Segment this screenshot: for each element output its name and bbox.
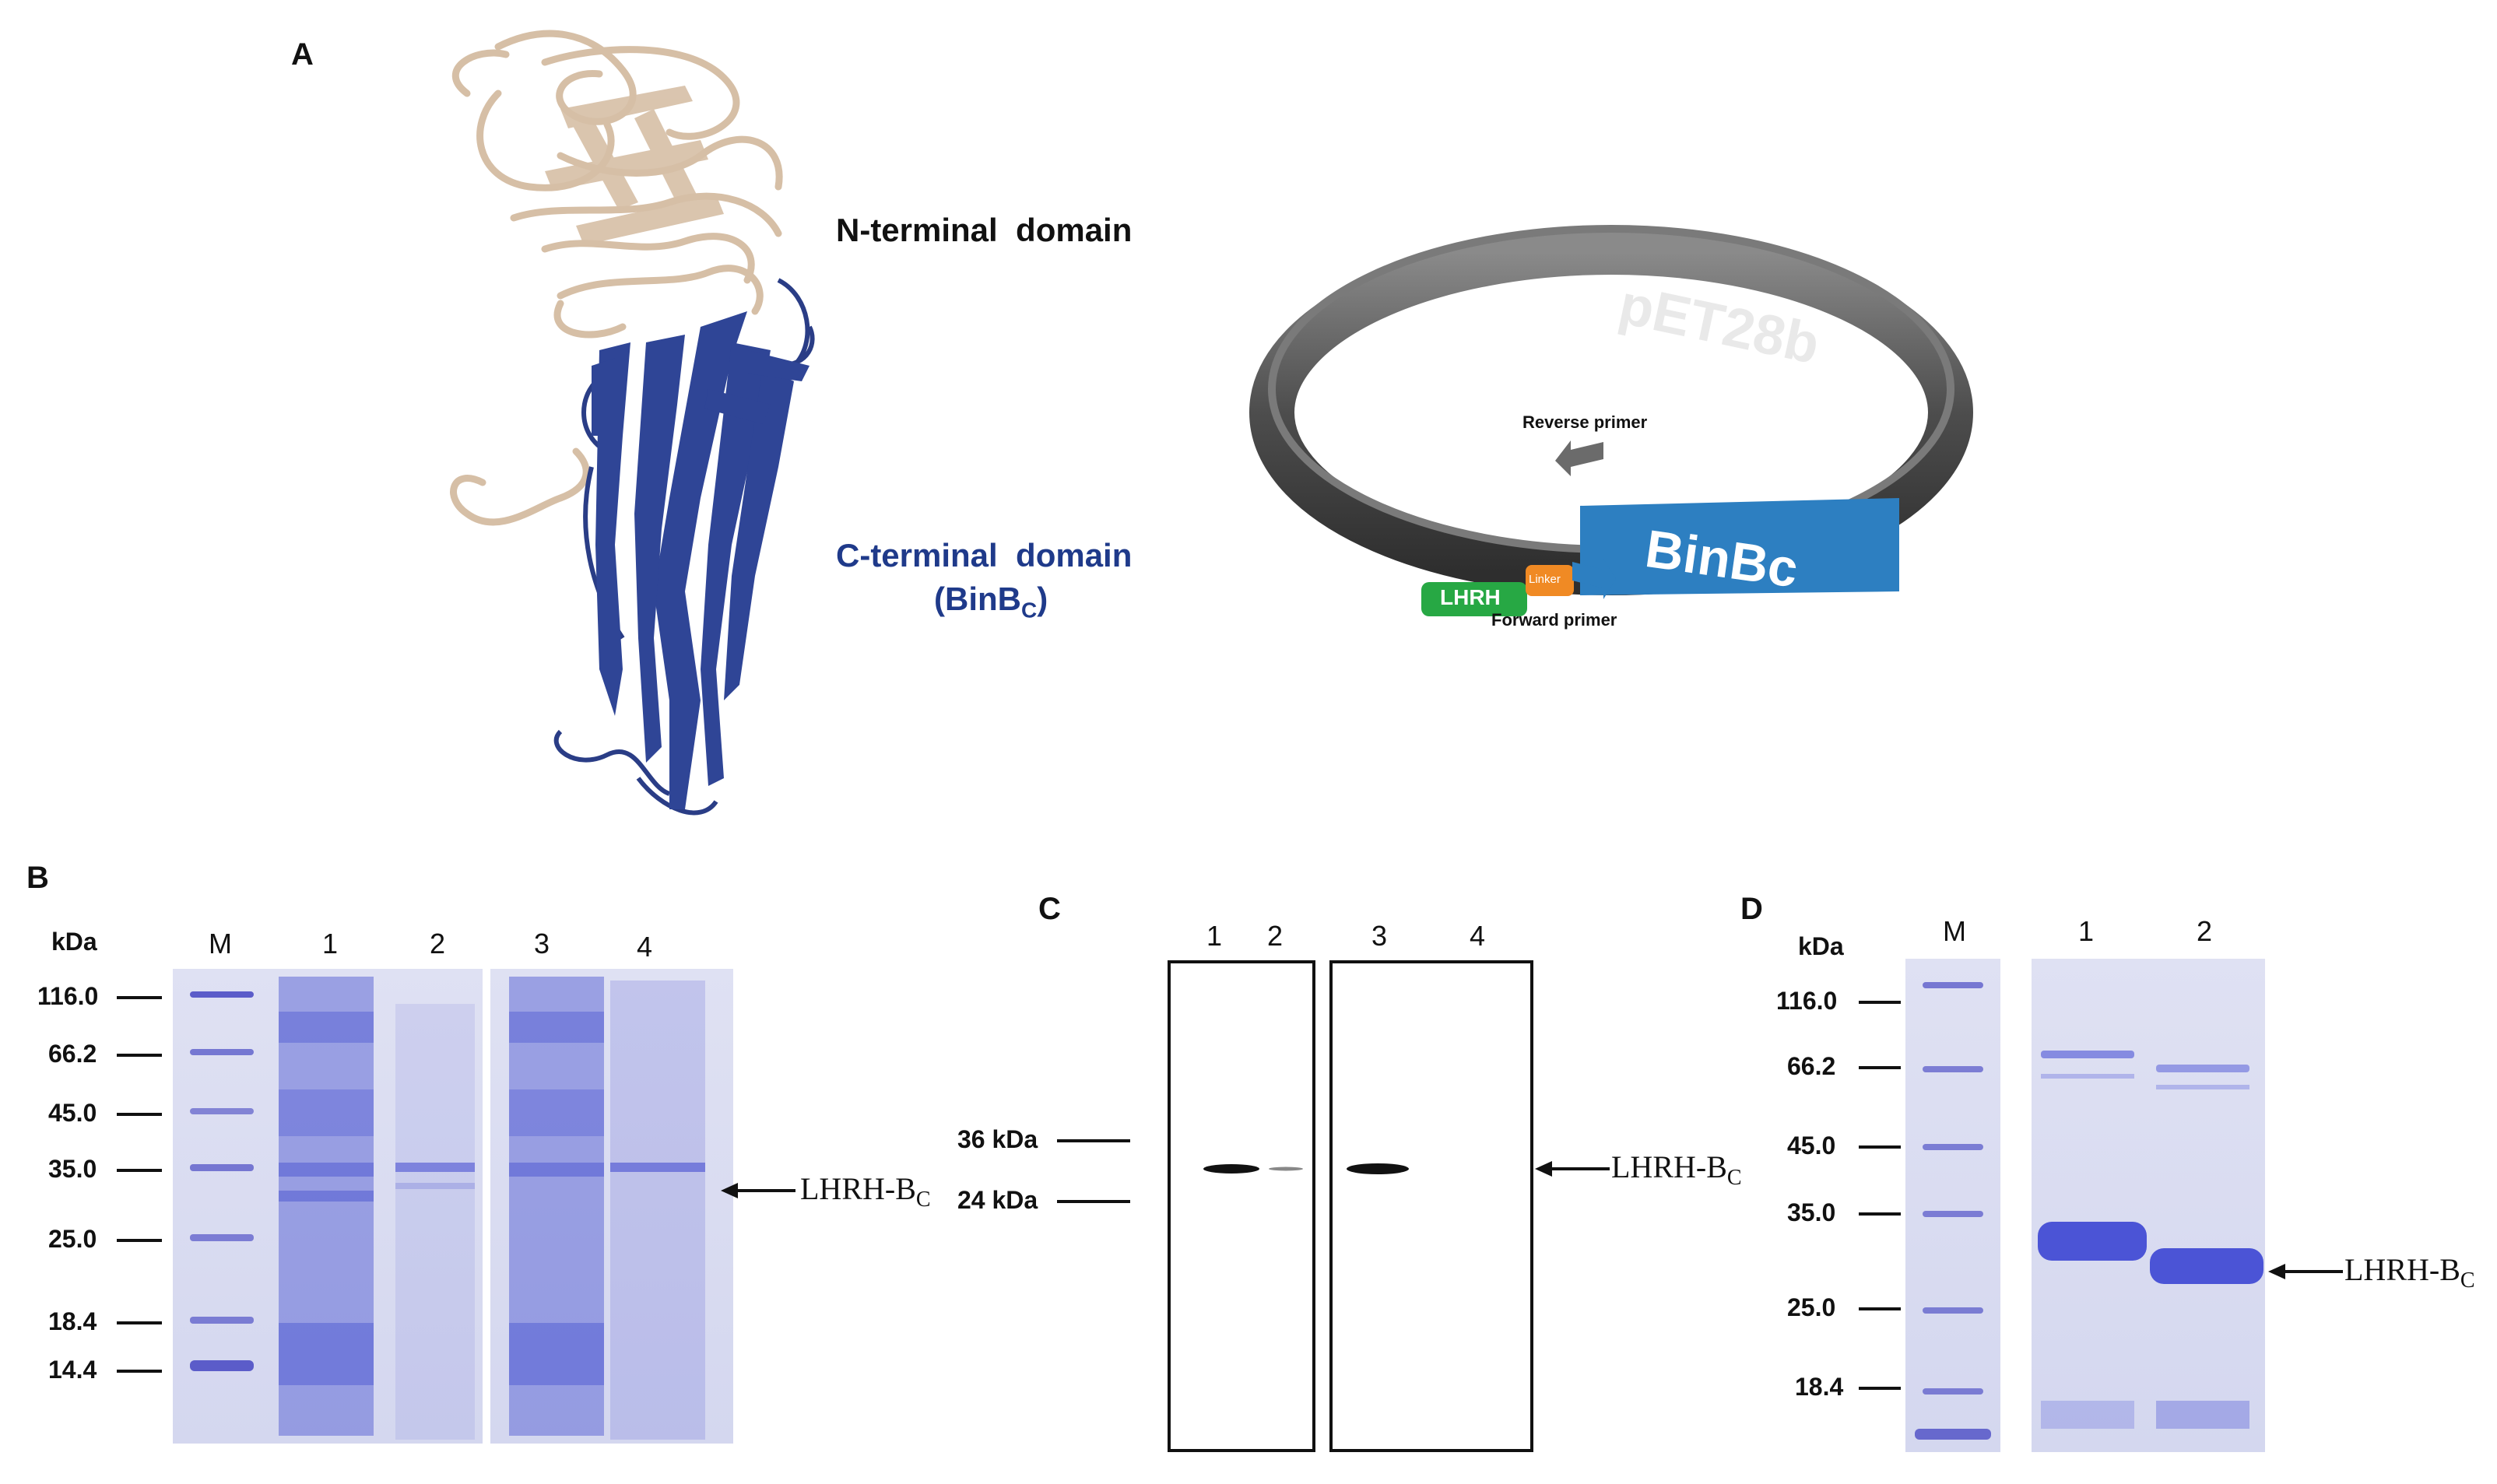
gel-b-band-arrow	[736, 1189, 795, 1192]
gel-d-marker-tick	[1859, 1307, 1901, 1310]
gel-d-band-label: LHRH-BC	[2344, 1251, 2475, 1293]
gel-b-marker: 66.2	[48, 1040, 97, 1068]
reverse-primer-label: Reverse primer	[1522, 412, 1648, 432]
panel-label-a: A	[291, 37, 314, 72]
gel-d-band-arrowhead	[2268, 1264, 2285, 1279]
gel-d-lane-m: M	[1943, 915, 1966, 947]
lhrh-tag-label: LHRH	[1440, 585, 1501, 609]
gel-b-image	[173, 969, 733, 1444]
c-terminal-domain-label: C-terminal domain	[836, 537, 1133, 574]
gel-b-marker-tick	[117, 996, 162, 999]
gel-b-lane-3: 3	[534, 928, 550, 960]
n-terminal-domain-sheets	[545, 86, 724, 245]
blot-c-frames	[1168, 960, 1533, 1452]
blot-c-marker: 36 kDa	[957, 1125, 1038, 1153]
panel-label-d: D	[1740, 892, 1763, 926]
blot-c-lane-3: 3	[1371, 920, 1388, 952]
panel-label-b: B	[26, 861, 49, 895]
gel-b-marker-tick	[117, 1054, 162, 1057]
forward-primer-construct	[1421, 559, 1616, 616]
gel-d-marker: 35.0	[1787, 1198, 1836, 1226]
gel-b-band-label-main: LHRH-B	[800, 1171, 916, 1206]
gel-b-marker-tick	[117, 1321, 162, 1324]
panel-label-c: C	[1038, 892, 1061, 926]
gel-d-marker: 45.0	[1787, 1131, 1836, 1159]
gel-b-lane-1: 1	[322, 928, 339, 960]
gel-d-marker: 25.0	[1787, 1293, 1836, 1321]
gel-b-marker-tick	[117, 1113, 162, 1116]
c-terminal-domain-sheets	[592, 311, 810, 809]
gel-d-marker: 66.2	[1787, 1052, 1836, 1080]
gel-b-band-label: LHRH-BC	[800, 1170, 931, 1212]
gel-d-unit: kDa	[1798, 932, 1844, 960]
gel-b-marker: 35.0	[48, 1155, 97, 1183]
binbc-label-close: )	[1037, 581, 1048, 617]
gel-b-lane-2: 2	[430, 928, 446, 960]
blot-c-lane-2: 2	[1267, 920, 1284, 952]
reverse-primer-arrow	[1555, 440, 1603, 476]
binbc-label-main: (BinB	[934, 581, 1021, 617]
n-terminal-domain-label: N-terminal domain	[836, 212, 1133, 248]
gel-b-marker: 14.4	[48, 1356, 97, 1384]
gel-b-marker: 116.0	[37, 982, 99, 1010]
blot-c-band-label: LHRH-BC	[1611, 1149, 1742, 1191]
binbc-label-sub: C	[1020, 598, 1038, 623]
blot-c-band-label-sub: C	[1726, 1166, 1742, 1190]
blot-c-band-arrowhead	[1535, 1161, 1552, 1177]
gel-d-marker-tick	[1859, 1212, 1901, 1216]
forward-primer-label: Forward primer	[1491, 610, 1617, 630]
gel-d-marker-tick	[1859, 1001, 1901, 1004]
gel-b-marker-tick	[117, 1370, 162, 1373]
gel-b-band-arrowhead	[721, 1183, 738, 1198]
blot-c-bands	[1203, 1163, 1409, 1174]
blot-c-marker-tick	[1057, 1139, 1130, 1142]
gel-d-marker: 116.0	[1776, 987, 1838, 1015]
gel-d-band-arrow	[2284, 1270, 2343, 1273]
blot-c-lane-1: 1	[1206, 920, 1223, 952]
gel-d-marker: 18.4	[1795, 1373, 1844, 1401]
gel-b-lane-4: 4	[637, 931, 653, 963]
gel-d-band-label-main: LHRH-B	[2344, 1252, 2460, 1287]
gel-d-marker-tick	[1859, 1145, 1901, 1149]
gel-b-unit: kDa	[51, 928, 97, 956]
gel-d-lane-1: 1	[2078, 915, 2095, 947]
gel-b-lane-m: M	[209, 928, 232, 960]
n-terminal-domain-structure	[450, 30, 783, 526]
linker-tag-label: Linker	[1529, 573, 1561, 586]
gel-b-marker: 45.0	[48, 1099, 97, 1127]
gel-b-marker: 25.0	[48, 1225, 97, 1253]
gel-d-band-label-sub: C	[2460, 1268, 2475, 1293]
gel-b-band-label-sub: C	[915, 1188, 931, 1212]
blot-c-marker-tick	[1057, 1200, 1130, 1203]
gel-b-marker-tick	[117, 1239, 162, 1242]
blot-c-lane-4: 4	[1470, 920, 1486, 952]
blot-c-marker: 24 kDa	[957, 1186, 1038, 1214]
gel-d-marker-tick	[1859, 1066, 1901, 1069]
gel-d-image	[1905, 959, 2265, 1452]
gel-b-marker: 18.4	[48, 1307, 97, 1335]
c-terminal-domain-sublabel: (BinBC)	[934, 581, 1048, 623]
blot-c-band-arrow	[1551, 1167, 1610, 1170]
gel-d-lane-2: 2	[2197, 915, 2213, 947]
gel-b-marker-tick	[117, 1169, 162, 1172]
gel-d-marker-tick	[1859, 1387, 1901, 1390]
blot-c-band-label-main: LHRH-B	[1611, 1149, 1727, 1184]
